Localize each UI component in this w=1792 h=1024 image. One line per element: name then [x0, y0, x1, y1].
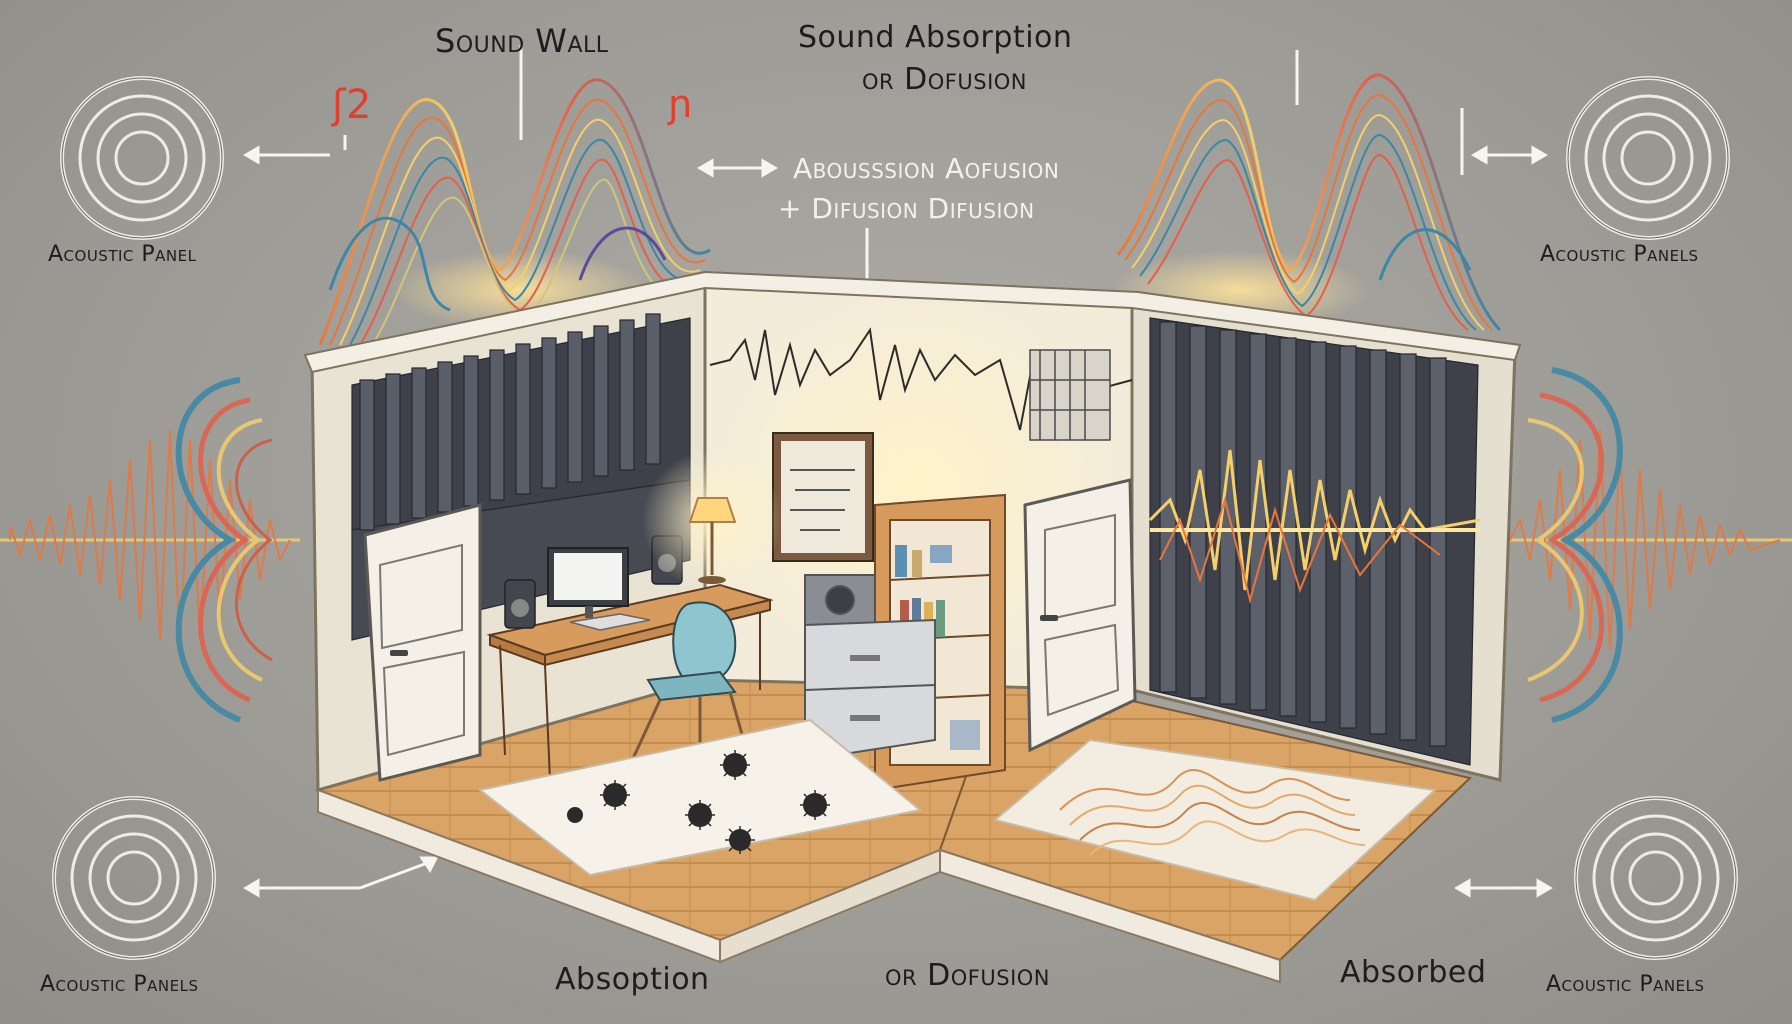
wall-poster: [772, 432, 874, 562]
label-acoustic-panels-upper-right: Acoustic Panels: [1540, 242, 1699, 267]
label-acoustic-panels-lower-left: Acoustic Panels: [40, 972, 199, 997]
right-side-waveform: [1500, 367, 1792, 723]
concentric-circle-icon: [52, 796, 216, 960]
label-abousssion-aofusion: Abousssion Aofusion: [793, 152, 1060, 185]
top-right-wave-sculpture: [1110, 73, 1502, 332]
label-acoustic-panel-upper-left: Acoustic Panel: [48, 242, 197, 267]
door-icon: [1023, 478, 1137, 753]
monitor-icon: [547, 547, 651, 631]
double-arrow-icon: [243, 145, 1553, 898]
label-or-dofusion-bottom: or Dofusion: [885, 958, 1050, 993]
chair-icon: [628, 601, 747, 770]
diffusion-rug: [992, 738, 1438, 902]
concentric-circle-icon: [60, 76, 224, 240]
concentric-circle-icon: [1566, 76, 1730, 240]
concentric-circle-icon: [1574, 796, 1738, 960]
wall-diffuser: [1029, 349, 1111, 441]
label-acoustic-panels-lower-right: Acoustic Panels: [1546, 972, 1705, 997]
label-glyph-left-a: ʃ2: [332, 82, 372, 128]
desk-lamp-icon: [642, 450, 782, 590]
storage-cabinet: [804, 574, 936, 762]
label-difusion-difusion: + Difusion Difusion: [778, 192, 1035, 225]
label-absorbed: Absorbed: [1340, 955, 1487, 990]
left-side-waveform: [0, 377, 300, 723]
vertical-marker-lines: [343, 45, 1464, 285]
label-absoption: Absoption: [555, 962, 710, 997]
label-sound-wall: Sound Wall: [435, 22, 609, 60]
absorption-rug: [477, 718, 923, 877]
label-glyph-left-b: ɲ: [668, 82, 694, 126]
door-icon: [363, 503, 482, 782]
right-acoustic-panel-array: [1148, 317, 1481, 766]
label-sound-absorption: Sound Absorption: [798, 20, 1073, 55]
label-or-dofusion-top: or Dofusion: [862, 62, 1027, 97]
